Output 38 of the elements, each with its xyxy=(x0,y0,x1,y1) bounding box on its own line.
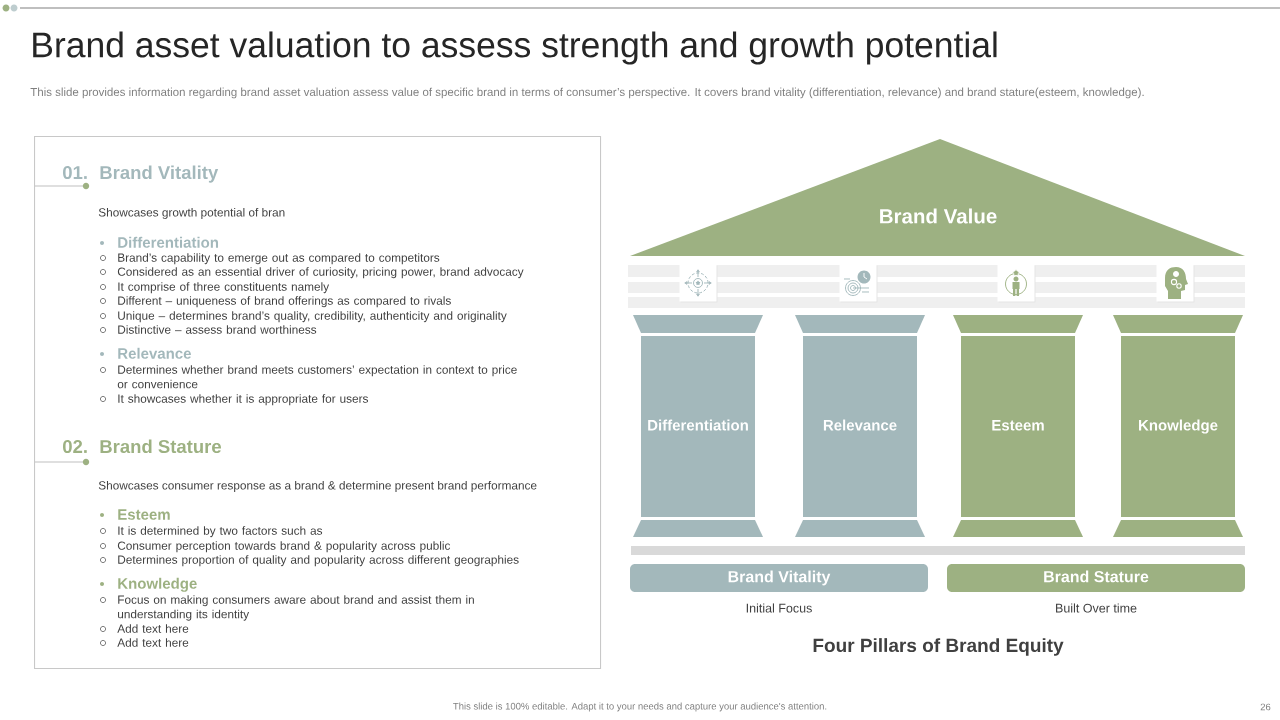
list-item: Determines proportion of quality and popularity across different geographies xyxy=(118,555,519,567)
roof-triangle: Brand Value xyxy=(630,139,1245,256)
pillar: Esteem xyxy=(953,315,1083,537)
list-item: Different – uniqueness of brand offerings as compared to rivals xyxy=(118,296,451,308)
section-number: 01. xyxy=(63,166,87,180)
subheading: Knowledge xyxy=(118,577,197,592)
list-item: Add text here xyxy=(117,638,189,647)
list-item: It showcases whether it is appropriate for users xyxy=(118,394,368,406)
footer-note: This slide is 100% editable. Adapt it to your needs and capture your audience's attention. xyxy=(453,702,827,712)
subheading: Esteem xyxy=(118,509,170,520)
bar-caption: Built Over time xyxy=(1056,603,1137,613)
subtitle-text: This slide provides information regarding brand asset valuation assess value of specific brand in terms of consumer’s perspective. It covers brand vitality (differentiation, relevance) and brand stature(esteem, knowledge). xyxy=(30,87,1144,99)
intro-text: Showcases growth potential of bran xyxy=(98,207,285,219)
diagram-caption: Four Pillars of Brand Equity xyxy=(813,638,1064,656)
list-item: Unique – determines brand’s quality, credibility, authenticity and originality xyxy=(118,311,507,323)
list-item: Considered as an essential driver of curiosity, pricing power, brand advocacy xyxy=(117,267,524,279)
label-bar: Brand Vitality xyxy=(630,564,928,592)
bar-caption: Initial Focus xyxy=(746,603,812,613)
list-item: Add text here xyxy=(117,624,189,633)
section-heading: Brand Stature xyxy=(100,439,221,454)
pillar: Knowledge xyxy=(1113,315,1243,537)
list-item: Determines whether brand meets customers’ expectation in context to price or convenience xyxy=(117,365,517,389)
pillar: Relevance xyxy=(795,315,925,537)
intro-text: Showcases consumer response as a brand & determine present brand performance xyxy=(98,480,537,492)
list-item: Distinctive – assess brand worthiness xyxy=(118,325,317,334)
pillar: Differentiation xyxy=(633,315,763,537)
section-heading: Brand Vitality xyxy=(100,165,219,183)
subheading: Differentiation xyxy=(118,236,218,248)
list-item: Consumer perception towards brand & popularity across public xyxy=(117,541,451,553)
list-item: It is determined by two factors such as xyxy=(118,526,323,538)
list-item: Focus on making consumers aware about brand and assist them in understanding its identity xyxy=(118,595,474,621)
list-item: Brand’s capability to emerge out as compared to competitors xyxy=(118,253,440,265)
label-bar: Brand Stature xyxy=(947,564,1245,592)
slide-title: Brand asset valuation to assess strength and growth potential xyxy=(33,31,997,65)
page-number: 26 xyxy=(1260,703,1271,711)
list-item: It comprise of three constituents namely xyxy=(118,282,330,294)
subheading: Relevance xyxy=(118,347,191,359)
section-number: 02. xyxy=(63,440,87,454)
